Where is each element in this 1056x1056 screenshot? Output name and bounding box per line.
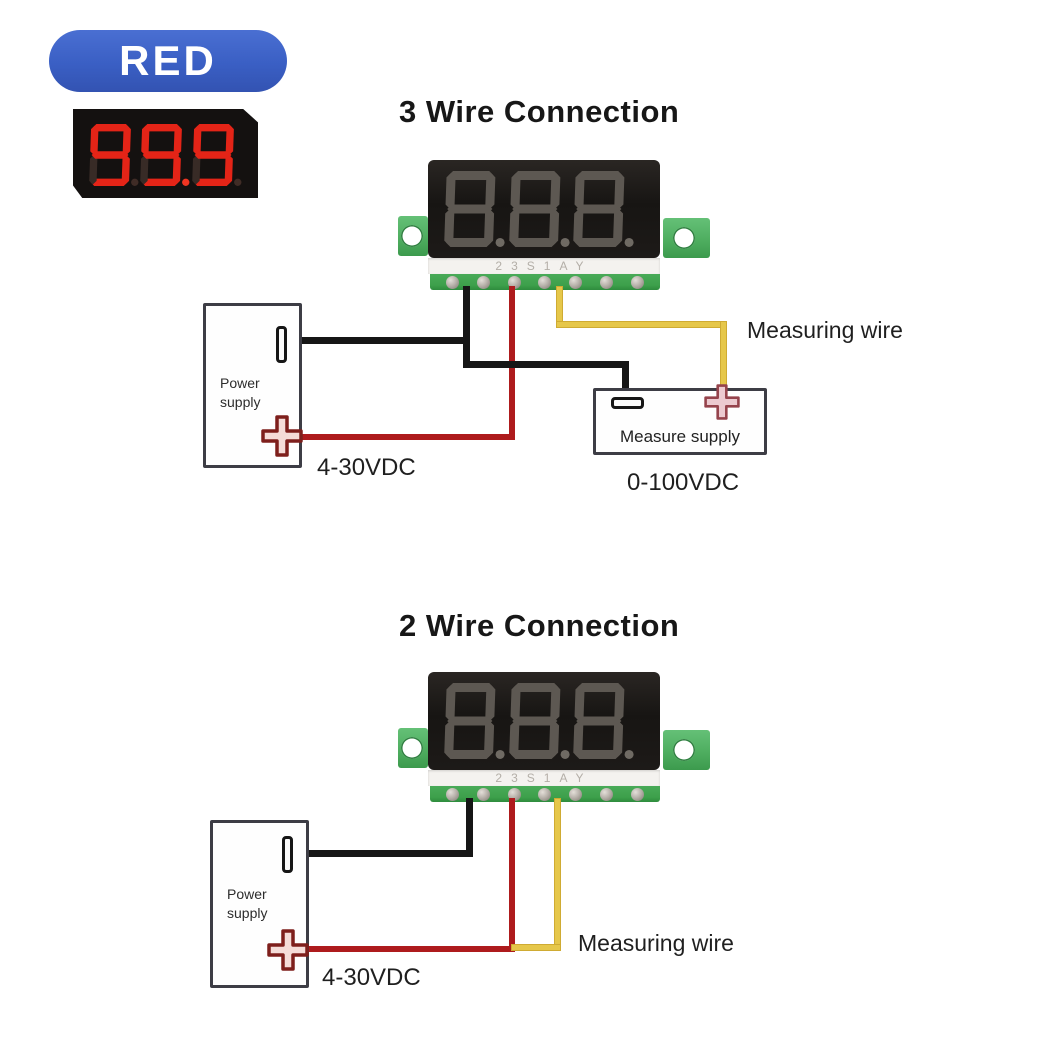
solder-pin-icon bbox=[476, 787, 490, 801]
badge-label: RED bbox=[119, 37, 217, 84]
measuring-wire-yellow bbox=[720, 321, 727, 392]
solder-pin-icon bbox=[446, 275, 459, 289]
power-supply-label: Power supply bbox=[220, 375, 261, 410]
segment-display-unlit bbox=[428, 683, 635, 759]
mounting-tab-right bbox=[663, 218, 710, 258]
power-voltage-range-label: 4-30VDC bbox=[322, 964, 421, 991]
seven-segment-digit bbox=[444, 683, 505, 759]
plus-terminal-icon bbox=[704, 384, 740, 420]
ground-wire-black bbox=[301, 337, 470, 344]
ground-wire-black bbox=[307, 850, 473, 857]
power-wire-red bbox=[509, 798, 515, 950]
measure-supply-label: Measure supply bbox=[619, 427, 740, 446]
display-housing bbox=[428, 672, 660, 770]
measuring-wire-yellow bbox=[556, 286, 563, 328]
plus-terminal-icon bbox=[261, 415, 303, 457]
mounting-hole-icon bbox=[673, 227, 695, 249]
section-title-2-wire: 2 Wire Connection bbox=[399, 608, 680, 643]
power-supply-box: Power supply bbox=[203, 303, 303, 468]
measuring-wire-yellow bbox=[511, 944, 561, 951]
solder-pin-icon bbox=[446, 787, 459, 801]
ground-wire-black bbox=[463, 361, 629, 368]
power-wire-red bbox=[307, 946, 515, 952]
pcb-solder-edge bbox=[430, 786, 660, 802]
measuring-wire-yellow bbox=[556, 321, 727, 328]
solder-pin-icon bbox=[600, 275, 614, 289]
sample-seven-segment-display bbox=[73, 109, 258, 198]
module-code: 23S1AY bbox=[495, 259, 593, 273]
minus-terminal-icon bbox=[276, 326, 287, 363]
mounting-hole-icon bbox=[401, 225, 423, 247]
plus-terminal-icon bbox=[267, 929, 309, 971]
solder-pin-icon bbox=[600, 787, 614, 801]
measure-voltage-range-label: 0-100VDC bbox=[627, 469, 740, 496]
minus-terminal-icon bbox=[611, 397, 644, 409]
display-housing bbox=[428, 160, 660, 258]
seven-segment-digit bbox=[573, 683, 634, 759]
solder-pin-icon bbox=[476, 275, 490, 289]
measuring-wire-label: Measuring wire bbox=[578, 930, 734, 956]
solder-pin-icon bbox=[538, 275, 552, 289]
module-label-strip: 23S1AY bbox=[428, 770, 660, 786]
mounting-tab-left bbox=[398, 728, 428, 768]
solder-pin-icon bbox=[630, 787, 644, 801]
ground-wire-black bbox=[463, 286, 470, 368]
power-supply-label: Power supply bbox=[227, 886, 268, 921]
solder-pin-icon bbox=[538, 787, 552, 801]
minus-terminal-icon bbox=[282, 836, 293, 873]
seven-segment-digit bbox=[444, 171, 505, 247]
solder-pin-icon bbox=[630, 275, 644, 289]
seven-segment-digit bbox=[508, 171, 570, 247]
seven-segment-digit bbox=[140, 123, 190, 186]
solder-pin-icon bbox=[569, 275, 583, 289]
ground-wire-black bbox=[622, 361, 629, 393]
segment-display-unlit bbox=[428, 171, 635, 247]
power-supply-box: Power supply bbox=[210, 820, 309, 988]
seven-segment-digit bbox=[89, 123, 139, 186]
module-code: 23S1AY bbox=[495, 771, 593, 785]
seven-segment-digit bbox=[191, 123, 242, 186]
measuring-wire-label: Measuring wire bbox=[747, 317, 903, 343]
measure-supply-box: Measure supply bbox=[593, 384, 767, 455]
solder-pin-icon bbox=[507, 275, 521, 289]
power-voltage-range-label: 4-30VDC bbox=[317, 454, 416, 481]
mounting-tab-left bbox=[398, 216, 428, 256]
color-variant-badge: RED bbox=[49, 30, 287, 92]
seven-segment-digit bbox=[573, 171, 634, 247]
mounting-hole-icon bbox=[401, 737, 423, 759]
mounting-hole-icon bbox=[673, 739, 695, 761]
solder-pin-icon bbox=[569, 787, 583, 801]
measuring-wire-yellow bbox=[554, 798, 561, 951]
module-label-strip: 23S1AY bbox=[428, 258, 660, 274]
ground-wire-black bbox=[466, 798, 473, 857]
pcb-solder-edge bbox=[430, 274, 660, 290]
section-title-3-wire: 3 Wire Connection bbox=[399, 94, 680, 129]
solder-pin-icon bbox=[507, 787, 521, 801]
seven-segment-digit bbox=[508, 683, 570, 759]
mounting-tab-right bbox=[663, 730, 710, 770]
power-wire-red bbox=[301, 434, 515, 440]
